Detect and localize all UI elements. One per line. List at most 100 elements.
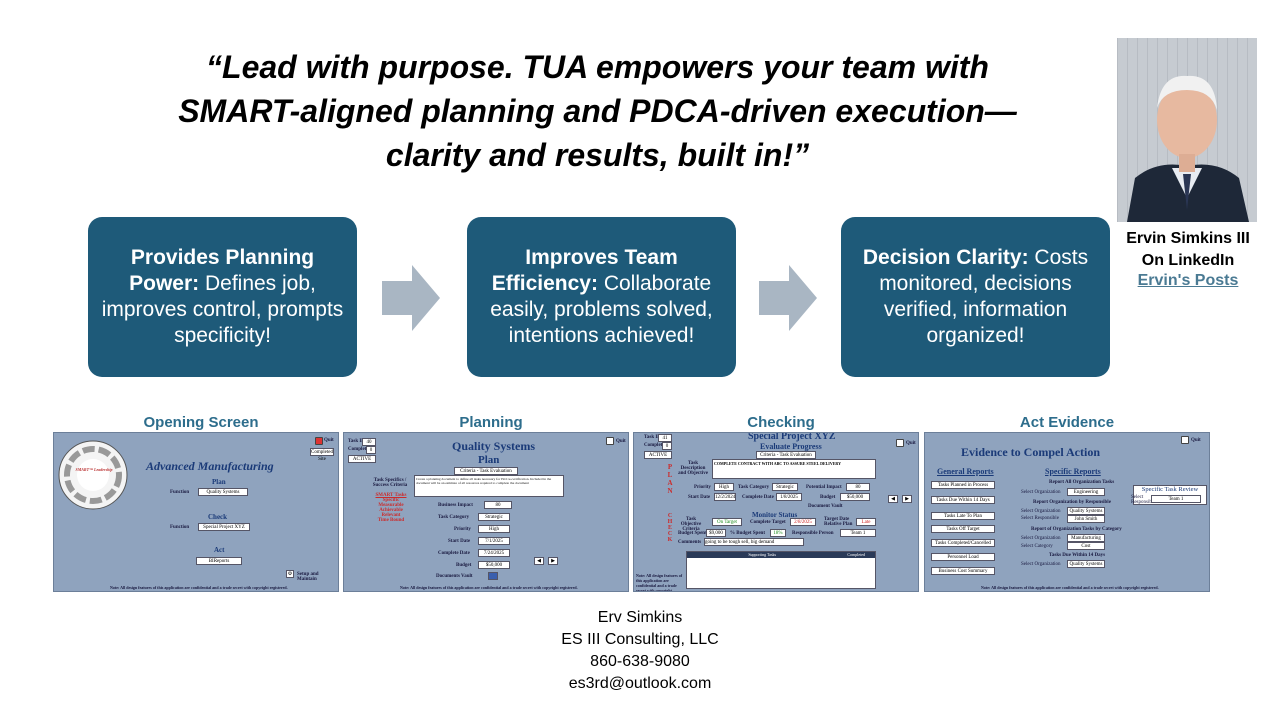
task-specifics-heading: Task Specifics / Success Criteria xyxy=(372,478,408,488)
act-heading: Act xyxy=(214,546,225,554)
responsible-value: Team 1 xyxy=(840,529,876,537)
report-button[interactable]: Tasks Due Within 14 Days xyxy=(931,496,995,504)
task-id-label: Task ID xyxy=(644,435,661,440)
review-select[interactable]: Team 1 xyxy=(1151,495,1201,503)
prev-icon[interactable]: ◀ xyxy=(888,495,898,503)
org-select-3[interactable]: Manufacturing xyxy=(1067,534,1105,542)
check-letter: C xyxy=(667,513,673,519)
profile-photo xyxy=(1117,38,1257,222)
act-title: Evidence to Compel Action xyxy=(961,445,1100,459)
close-icon[interactable] xyxy=(315,437,323,445)
complete-target-label: Complete Target xyxy=(750,520,786,525)
comments-label: Comments xyxy=(678,540,702,545)
screenshot-checking: Task ID 41 Completed 0 ACTIVE Special Pr… xyxy=(633,432,919,592)
field-value[interactable]: Strategic xyxy=(478,513,510,521)
close-icon[interactable] xyxy=(606,437,614,445)
smart-measurable: Measurable xyxy=(378,503,404,508)
report-button[interactable]: Personnel Load xyxy=(931,553,995,561)
checking-title: Special Project XYZ xyxy=(748,432,836,442)
comments-field[interactable]: going to be tough sell, big demand xyxy=(704,538,804,546)
late-status: Late xyxy=(856,518,876,526)
linkedin-posts-link[interactable]: Ervin's Posts xyxy=(1137,272,1239,289)
status-badge: ACTIVE xyxy=(644,451,672,459)
field-value: $50,000 xyxy=(840,493,870,501)
report-button[interactable]: Tasks Completed/Cancelled xyxy=(931,539,995,547)
report-button[interactable]: Tasks Late To Plan xyxy=(931,512,995,520)
task-description-field[interactable]: COMPLETE CONTRACT WITH ABC TO ASSURE STE… xyxy=(712,459,876,479)
field-value[interactable]: $50,000 xyxy=(478,561,510,569)
field-value[interactable]: 80 xyxy=(484,501,512,509)
benefit-heading-efficiency: Improves Team Efficiency: xyxy=(491,246,678,295)
complete-target-value: 2/8/2025 xyxy=(790,518,816,526)
field-value[interactable]: 7/24/2025 xyxy=(478,549,510,557)
quote-line-2: SMART-aligned planning and PDCA-driven e… xyxy=(178,93,1017,129)
confidential-note: Note: All design features of this applic… xyxy=(636,573,683,592)
field-label: Task Category xyxy=(738,485,770,490)
supporting-tasks-table: Supporting Tasks Completed xyxy=(686,551,876,589)
check-letter: H xyxy=(667,519,673,525)
target-date-label: Target Date Relative Plan xyxy=(824,517,853,527)
quit-label: Quit xyxy=(1191,438,1201,443)
specific-reports-heading: Specific Reports xyxy=(1045,467,1101,476)
close-icon[interactable] xyxy=(896,439,904,447)
field-value: 12/2/2024 xyxy=(714,493,736,501)
quote-line-1: “Lead with purpose. TUA empowers your te… xyxy=(206,49,989,85)
completed-site-button[interactable]: Completed Site xyxy=(310,448,334,462)
check-vertical-label: C H E C K xyxy=(666,513,674,543)
field-value: 1/8/2025 xyxy=(776,493,802,501)
completed-header: Completed xyxy=(847,552,865,557)
objective-status: On Target xyxy=(712,518,742,526)
report-button[interactable]: Business Cost Summary xyxy=(931,567,995,575)
close-icon[interactable] xyxy=(1181,436,1189,444)
setup-icon[interactable]: ⚙ xyxy=(286,570,294,578)
org-select-2[interactable]: Quality Systems xyxy=(1067,507,1105,515)
responsible-label: Responsible Person xyxy=(792,531,834,536)
documents-vault-button[interactable] xyxy=(488,572,498,580)
field-value: Strategic xyxy=(772,483,798,491)
check-letter: K xyxy=(667,537,673,543)
field-label: Start Date xyxy=(688,495,711,500)
org-select-4[interactable]: Quality Systems xyxy=(1067,560,1105,568)
prev-icon[interactable]: ◀ xyxy=(534,557,544,565)
resp-select[interactable]: John Smith xyxy=(1067,515,1105,523)
field-value: 80 xyxy=(846,483,870,491)
plan-letter: N xyxy=(667,487,673,495)
task-id-value: 40 xyxy=(362,438,376,446)
field-label: Potential Impact xyxy=(806,485,842,490)
cat-select[interactable]: Cost xyxy=(1067,542,1105,550)
profile-name-line-2: On LinkedIn xyxy=(1141,252,1235,269)
check-heading: Check xyxy=(208,513,228,521)
label-opening-screen: Opening Screen xyxy=(143,414,259,431)
report-button[interactable]: Tasks Off Target xyxy=(931,525,995,533)
supporting-tasks-header: Supporting Tasks xyxy=(748,552,777,557)
task-review-heading: Specific Task Review xyxy=(1141,486,1199,493)
benefit-box-efficiency: Improves Team Efficiency: Collaborate ea… xyxy=(467,217,736,377)
contact-name: Erv Simkins xyxy=(597,609,683,626)
field-label: Budget xyxy=(456,563,472,568)
table-header: Supporting Tasks Completed xyxy=(687,552,875,558)
plan-function-select[interactable]: Quality Systems xyxy=(198,488,248,496)
field-label: Start Date xyxy=(448,539,471,544)
field-value[interactable]: 7/1/2025 xyxy=(478,537,510,545)
quote-line-3: clarity and results, built in!” xyxy=(385,137,810,173)
check-function-select[interactable]: Special Project XYZ xyxy=(198,523,250,531)
checking-subtitle: Evaluate Progress xyxy=(760,442,822,451)
next-icon[interactable]: ▶ xyxy=(902,495,912,503)
bireports-button[interactable]: BIReports xyxy=(196,557,242,565)
task-description-input[interactable]: Create a planning document to define all… xyxy=(414,475,564,497)
profile-name-line-1: Ervin Simkins III xyxy=(1126,230,1250,247)
label-checking: Checking xyxy=(747,414,815,431)
field-value[interactable]: High xyxy=(478,525,510,533)
objective-label: Task Objective Criteria xyxy=(680,517,702,532)
report-resp-heading: Report Organization by Responsible xyxy=(1033,500,1111,505)
next-icon[interactable]: ▶ xyxy=(548,557,558,565)
quit-label: Quit xyxy=(324,438,334,443)
check-letter: E xyxy=(667,525,672,531)
field-label: Documents Vault xyxy=(436,574,473,579)
org-select[interactable]: Engineering xyxy=(1067,488,1105,496)
field-label: Priority xyxy=(694,485,711,490)
setup-label: Setup and Maintain xyxy=(297,572,319,582)
contact-email[interactable]: es3rd@outlook.com xyxy=(568,675,712,692)
confidential-note: Note: All design features of this applic… xyxy=(981,585,1159,590)
report-button[interactable]: Tasks Planned in Process xyxy=(931,481,995,489)
